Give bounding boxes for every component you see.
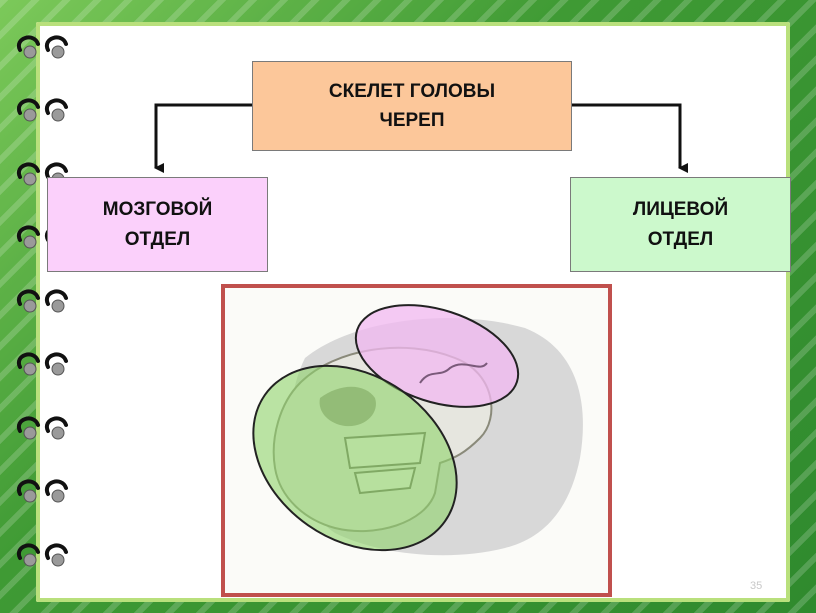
ring-icon bbox=[16, 289, 68, 313]
skull-image-frame bbox=[221, 284, 612, 597]
ring-icon bbox=[16, 479, 68, 503]
ring-icon bbox=[16, 352, 68, 376]
skull-root-label: СКЕЛЕТ ГОЛОВЫ ЧЕРЕП bbox=[328, 80, 496, 131]
facial-section-box: ЛИЦЕВОЙ ОТДЕЛ bbox=[570, 177, 791, 272]
ring-icon bbox=[16, 416, 68, 440]
notebook-rings bbox=[16, 35, 68, 567]
facial-section-label: ЛИЦЕВОЙ ОТДЕЛ bbox=[632, 199, 729, 250]
ring-icon bbox=[16, 543, 68, 567]
cranial-section-box: МОЗГОВОЙ ОТДЕЛ bbox=[47, 177, 268, 272]
cranial-section-label: МОЗГОВОЙ ОТДЕЛ bbox=[102, 199, 213, 250]
ring-icon bbox=[16, 35, 68, 59]
skull-illustration-icon bbox=[252, 304, 583, 556]
slide-number: 35 bbox=[750, 580, 763, 592]
skull-root-box: СКЕЛЕТ ГОЛОВЫ ЧЕРЕП bbox=[252, 61, 572, 151]
ring-icon bbox=[16, 98, 68, 122]
